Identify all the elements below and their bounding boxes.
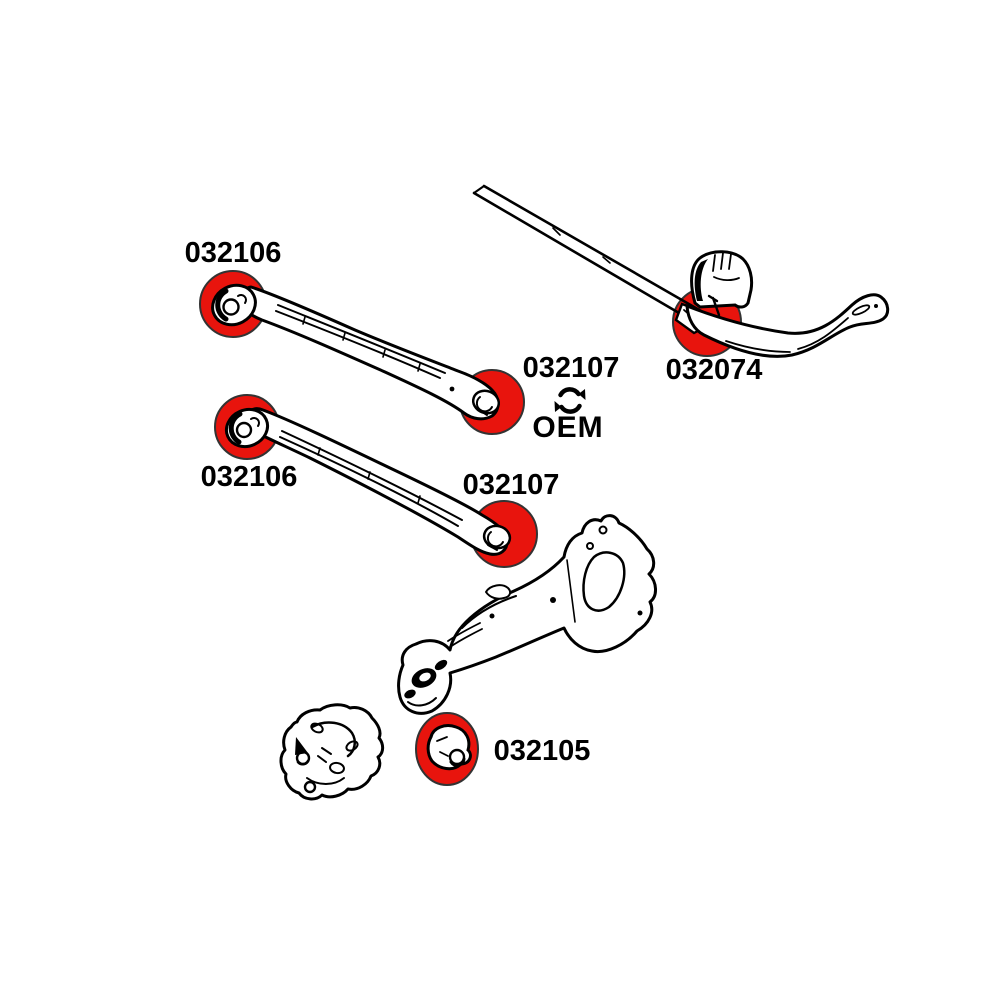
- lower-arm-slot-ticks: [317, 447, 421, 504]
- upper-control-arm: [211, 283, 501, 421]
- trailing-arm-slot: [447, 622, 483, 648]
- trailing-arm-dot-2: [489, 613, 495, 619]
- lower-arm-right-eyelet-arc: [486, 531, 504, 548]
- oem-exchange-icon: [554, 387, 586, 414]
- lower-arm-left-eyelet-bolt: [235, 421, 253, 439]
- trailing-arm-socket-blob-1: [434, 659, 448, 671]
- knuckle-hole-center: [329, 761, 345, 775]
- knuckle-shading: [295, 737, 308, 755]
- lower-control-arm: [224, 407, 512, 556]
- stabilizer-tube-slot-1: [725, 340, 791, 353]
- trailing-arm-ridge-line: [461, 595, 517, 629]
- upper-arm-slot-bottom: [275, 310, 441, 379]
- label-upper-arm-right-bushing: 032107: [522, 352, 620, 384]
- trailing-arm-dot-3: [550, 597, 556, 603]
- knuckle-hub: [279, 703, 385, 801]
- oem-icon-bottom-arc: [559, 403, 582, 414]
- label-trailing-arm-bushing: 032105: [493, 735, 591, 767]
- label-oem: OEM: [532, 411, 604, 444]
- stabilizer-rod-end-cap: [473, 185, 485, 194]
- knuckle-slot-right: [345, 740, 359, 752]
- trailing-arm-socket-arc: [407, 697, 437, 707]
- lower-arm-slot-top: [281, 430, 463, 521]
- stabilizer-rod-bottom-edge: [472, 191, 693, 322]
- stabilizer-clamp-hatching: [712, 252, 740, 282]
- label-stabilizer-bushing: 032074: [665, 354, 763, 386]
- stabilizer-bar: [472, 184, 890, 358]
- stabilizer-tube-slot-2: [797, 317, 849, 350]
- trailing-arm-bushing-part: [426, 724, 472, 771]
- upper-arm-left-eyelet-crescent: [215, 288, 229, 322]
- stabilizer-curved-tube: [685, 293, 890, 358]
- upper-arm-left-eyelet-arc: [237, 294, 247, 304]
- lower-arm-left-eyelet-crescent: [228, 411, 243, 445]
- trailing-arm-top-tab: [485, 584, 512, 600]
- stabilizer-pin: [707, 294, 721, 317]
- stabilizer-clamp-shading: [694, 259, 708, 301]
- trailing-arm: [397, 514, 657, 715]
- oem-icon-bottom-arrowhead: [554, 401, 562, 412]
- knuckle-body: [279, 703, 385, 801]
- knuckle-hole-left-arc: [296, 759, 310, 766]
- oem-icon-top-arc: [558, 387, 581, 398]
- stabilizer-tube-end-slot: [851, 304, 871, 316]
- lower-arm-right-eyelet-line: [487, 544, 498, 551]
- upper-arm-dot: [449, 386, 455, 392]
- upper-arm-right-eyelet-line: [477, 408, 488, 416]
- trailing-arm-socket-core: [419, 672, 431, 682]
- label-lower-arm-left-bushing: 032106: [200, 461, 298, 493]
- lower-arm-slot-bottom: [279, 436, 459, 527]
- trailing-arm-bolt-hole-1: [598, 525, 608, 535]
- trailing-arm-bracket-window: [582, 551, 626, 612]
- trailing-arm-bracket-edge-line: [566, 559, 576, 623]
- trailing-arm-bushing-lines: [436, 736, 449, 757]
- trailing-arm-bushing-nub-arc: [449, 757, 466, 767]
- trailing-arm-body: [397, 514, 657, 715]
- label-lower-arm-right-bushing: 032107: [462, 469, 560, 501]
- upper-arm-slot-ticks: [302, 316, 421, 372]
- stabilizer-rod-top-edge: [482, 184, 703, 313]
- stabilizer-tube-end-dot: [874, 304, 878, 308]
- trailing-arm-bolt-hole-2: [586, 542, 594, 550]
- upper-arm-left-eyelet-bolt: [222, 298, 240, 316]
- trailing-arm-dot-1: [637, 610, 643, 616]
- knuckle-bottom-curve: [306, 777, 345, 785]
- lower-arm-left-eyelet-arc: [250, 417, 260, 427]
- stabilizer-rod-marks: [552, 227, 611, 264]
- knuckle-ticks: [317, 747, 332, 763]
- knuckle-slot-top: [310, 722, 324, 734]
- oem-icon-top-arrowhead: [578, 389, 586, 400]
- knuckle-hole-bottom: [303, 780, 317, 794]
- label-upper-arm-left-bushing: 032106: [184, 237, 282, 269]
- trailing-arm-socket-blob-2: [404, 689, 416, 699]
- upper-arm-slot-top: [277, 304, 446, 374]
